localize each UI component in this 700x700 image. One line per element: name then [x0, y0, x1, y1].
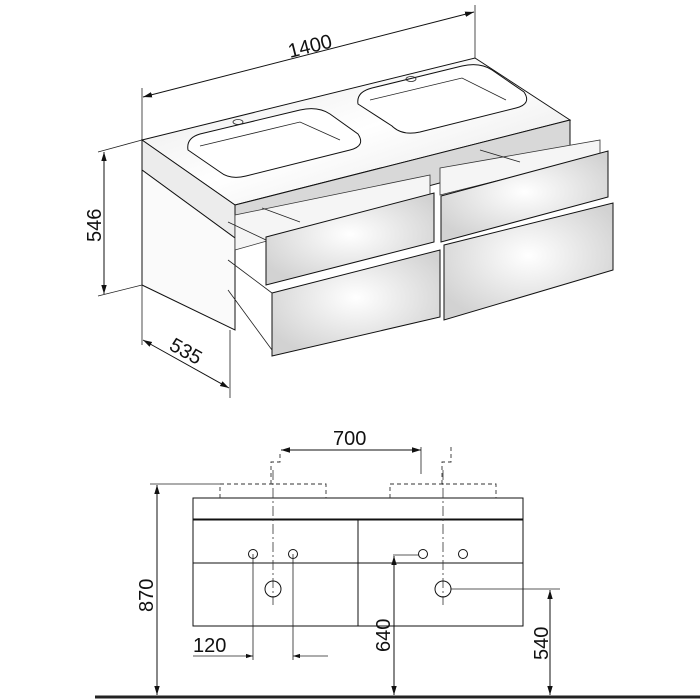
- left-tap-hole: [232, 119, 244, 125]
- front-view: 700 870 120 640 540: [95, 428, 700, 699]
- dimension-tap-height-label: 640: [373, 619, 395, 652]
- dimension-tap-height: 640: [373, 554, 419, 695]
- lower-left-drawer: [271, 249, 441, 357]
- dimension-basin-spacing: 700: [281, 428, 422, 474]
- dimension-tap-spacing: 120: [193, 554, 328, 660]
- drawer-fronts: [227, 150, 614, 357]
- upper-left-drawer: [265, 192, 435, 286]
- dimension-drain-height-label: 540: [531, 627, 553, 660]
- right-tap-hole-2: [458, 549, 468, 559]
- dimension-total-height-label: 870: [136, 579, 158, 612]
- left-basin: [187, 108, 362, 178]
- isometric-view: 1400: [84, 5, 614, 398]
- lower-right-drawer: [443, 202, 614, 321]
- dimension-height: 546: [84, 139, 143, 297]
- upper-right-drawer: [440, 150, 609, 243]
- left-drain: [264, 580, 282, 598]
- dimension-drain-height: 540: [451, 588, 560, 695]
- dimension-total-height: 870: [136, 483, 220, 695]
- countertop-front: [192, 497, 524, 521]
- side-panel: [141, 169, 236, 331]
- dimension-basin-spacing-label: 700: [333, 428, 366, 450]
- dimension-depth-label: 535: [166, 334, 206, 369]
- right-tap-hole-1: [418, 549, 428, 559]
- dimension-height-label: 546: [84, 209, 106, 242]
- right-basin: [357, 64, 528, 134]
- dimension-tap-spacing-label: 120: [193, 635, 226, 657]
- right-tap-hole: [405, 76, 417, 82]
- dimension-width-label: 1400: [286, 31, 335, 63]
